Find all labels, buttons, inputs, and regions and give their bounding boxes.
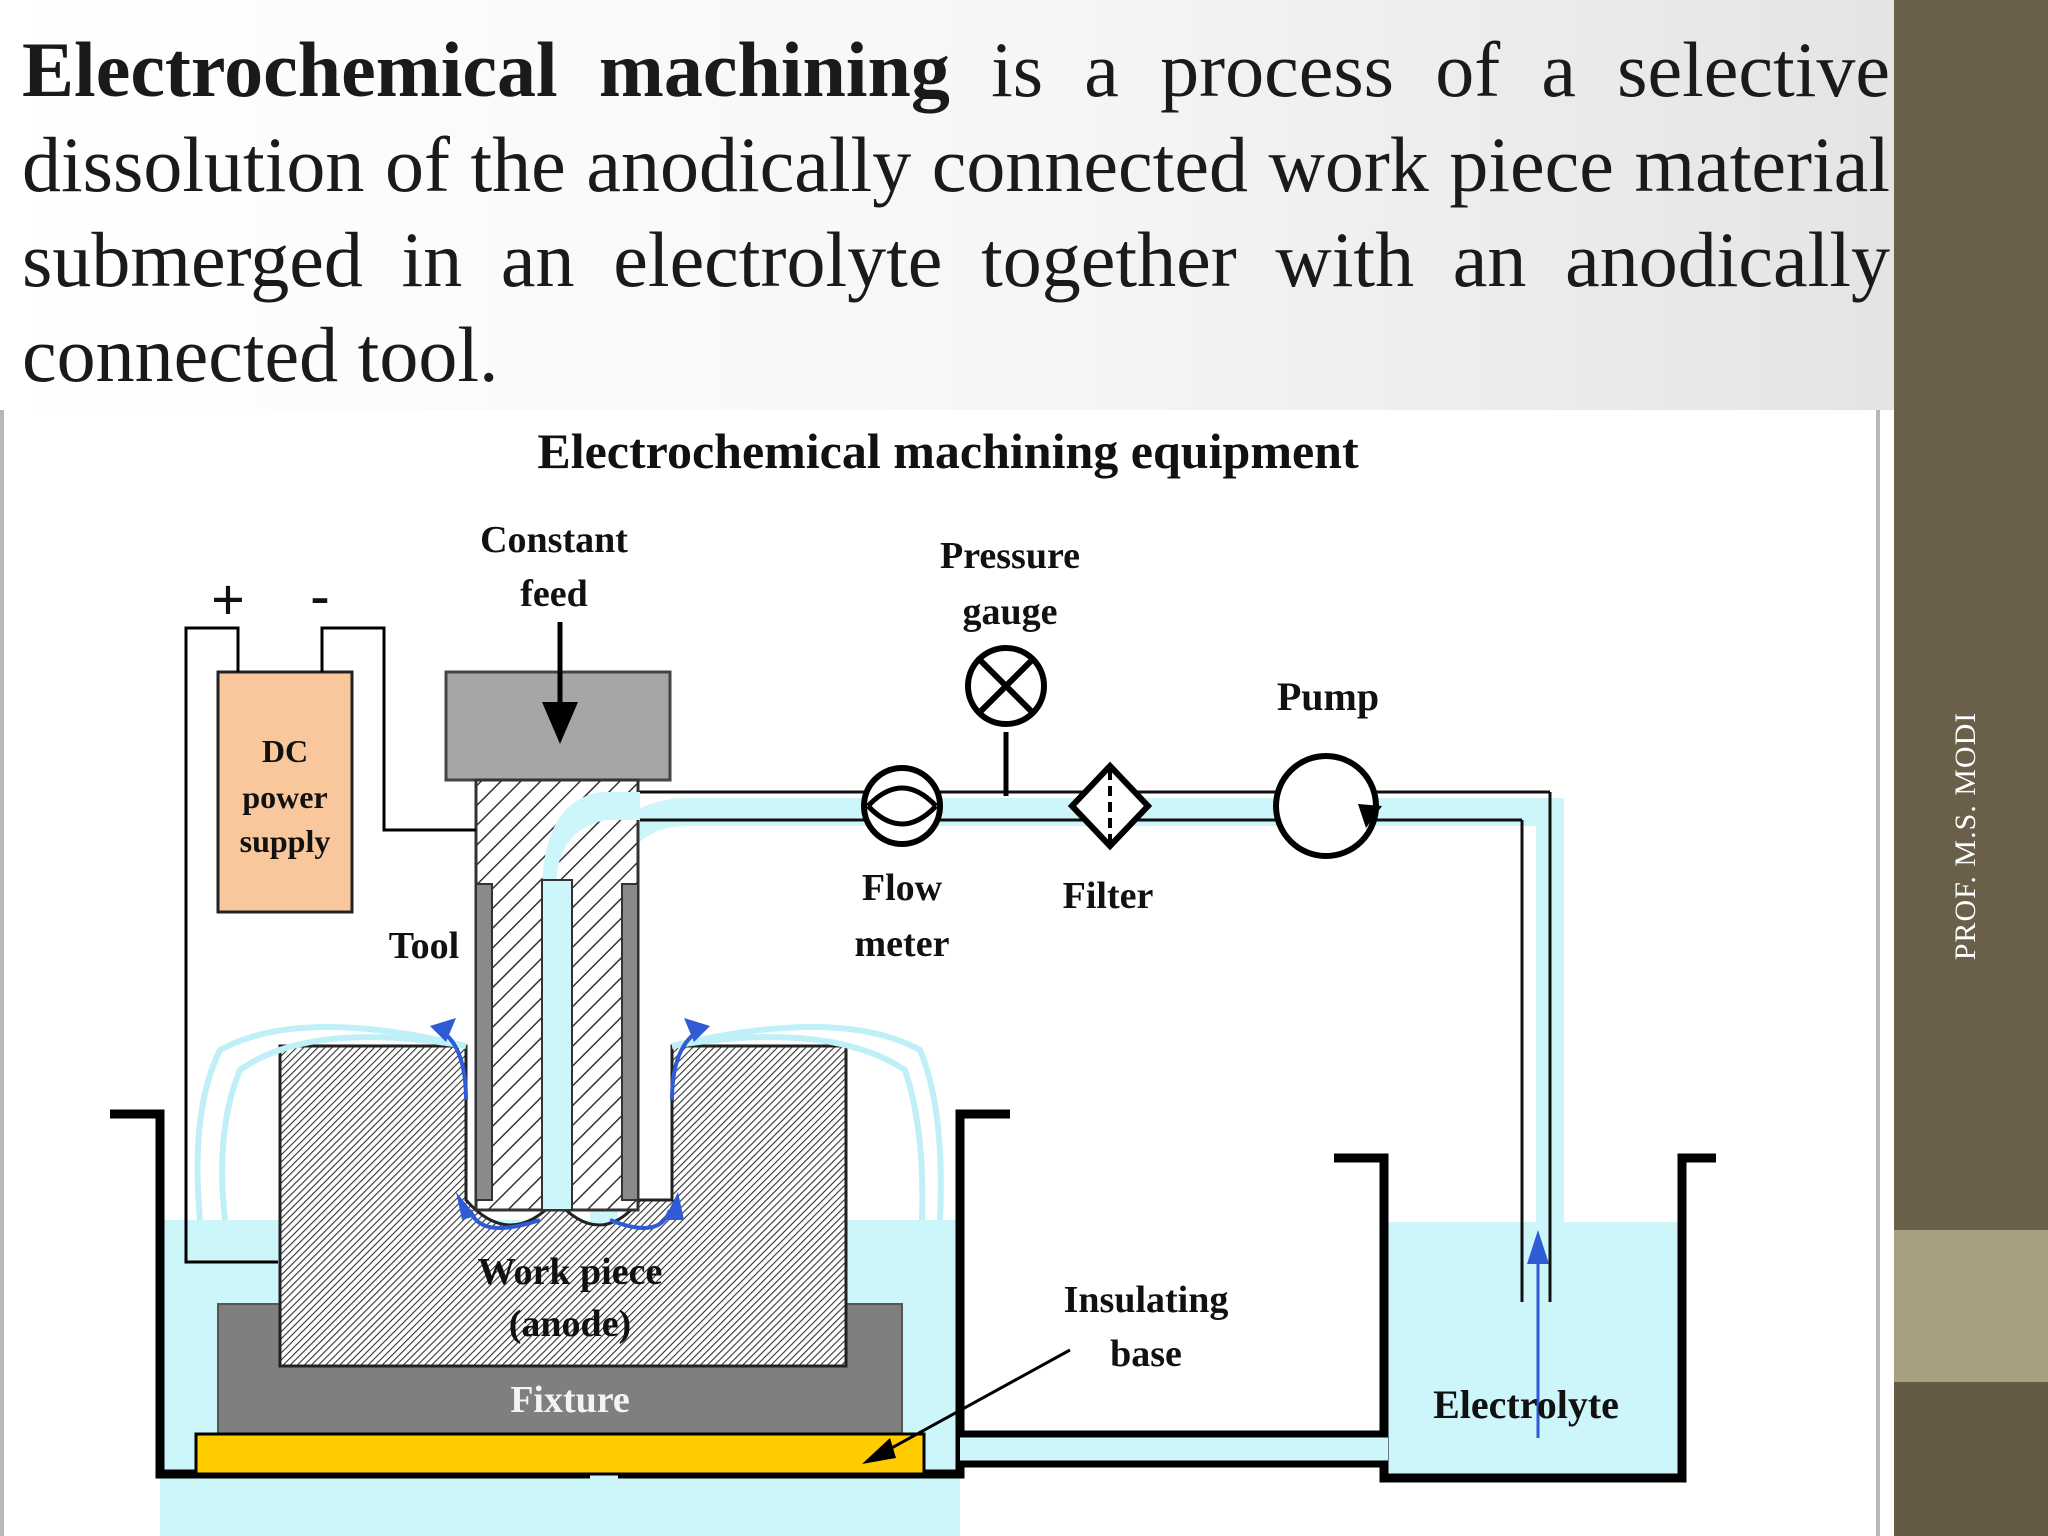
diagram-title: Electrochemical machining equipment [537,423,1359,479]
flow-arrowheads [430,1018,710,1220]
filter [1067,761,1153,851]
insulating-base-pointer [887,1348,1071,1452]
feed-label-line2: feed [520,573,588,615]
electrolyte-return-arrowhead [1527,1230,1549,1264]
workpiece-label-line2: (anode) [509,1303,631,1345]
pump-label: Pump [1277,674,1379,719]
bottom-connecting-pipe [960,1430,1388,1468]
power-label-line1: DC [262,733,308,769]
fixture-label: Fixture [510,1379,630,1421]
electrolyte-tank [1334,1153,1716,1483]
flow-meter-label-line1: Flow [862,867,943,909]
electrolyte-label: Electrolyte [1433,1382,1619,1427]
ecm-diagram: Electrochemical machining equipment Fixt… [110,423,1716,1536]
text-panel: Electrochemical machining is a process o… [0,0,1894,410]
author-credit: PROF. M.S. MODI [1949,711,1982,961]
dc-power-supply [216,670,354,914]
feed-arrowhead [542,702,578,744]
insulating-base-label-line1: Insulating [1064,1279,1229,1321]
power-wiring [184,626,476,1264]
side-band-light-block [1894,1230,2048,1382]
figure-frame [0,410,1880,1536]
filter-label: Filter [1063,875,1154,917]
flow-meter [861,765,943,847]
pressure-gauge [965,645,1047,727]
electrolyte-tank-walls [1334,1153,1716,1483]
feed-label-line1: Constant [480,519,628,561]
insulating-base-pointer-head [862,1438,896,1464]
side-band-bottom-block [1894,1382,2048,1536]
pump [1273,753,1382,859]
negative-terminal: - [311,565,330,627]
electrolyte-flow-streams [194,1023,944,1221]
tool-bore-channel [541,879,573,1211]
intro-term: Electrochemical machining [22,26,950,113]
gauge-label-line1: Pressure [940,535,1080,577]
insulating-base-label-line2: base [1110,1333,1182,1375]
tool-insulation-left [475,883,493,1201]
insulating-base [194,1432,926,1476]
tool-insulation-right [621,883,639,1201]
gauge-label-line2: gauge [963,591,1058,633]
workpiece-label-line1: Work piece [478,1251,663,1293]
flow-meter-label-line2: meter [855,923,950,965]
intro-body: is a process of a selective dissolution … [22,26,1890,398]
power-label-line2: power [242,779,327,815]
positive-terminal: + [211,567,245,633]
intro-paragraph: Electrochemical machining is a process o… [22,22,1890,402]
tool-label: Tool [389,925,459,967]
power-label-line3: supply [240,823,331,859]
